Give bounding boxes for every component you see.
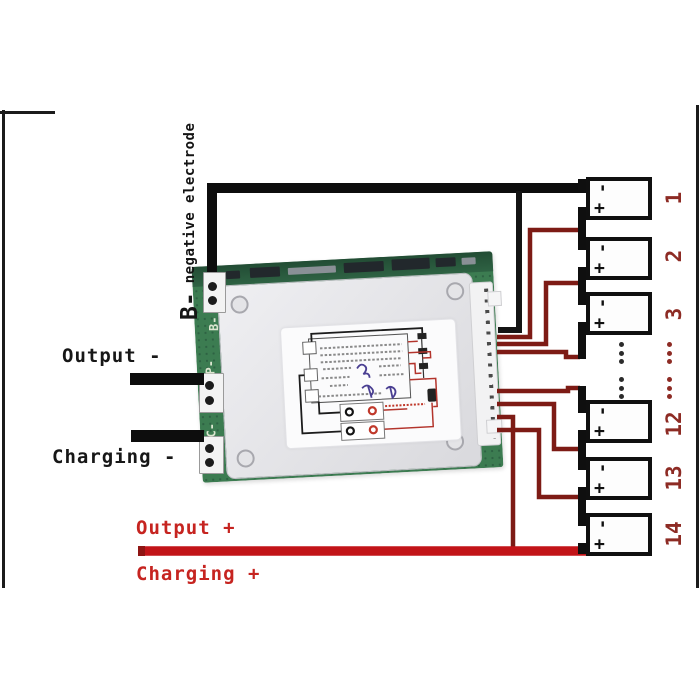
battery-cell-12: - + [586,400,652,443]
chain-ellipsis-dots [619,377,624,399]
cell-number-3: 3 [662,307,686,321]
cell-number-12: 12 [662,411,686,437]
cover-plate [216,272,483,480]
cell-minus-terminal: - [593,405,614,417]
photo-border-left [2,110,5,588]
cell-number-14: 14 [662,521,686,547]
balance-wire-2-3 [497,280,580,347]
cell-minus-terminal: - [593,182,614,194]
b-minus-text: B- [177,292,203,320]
chain-ellipsis-dots [619,342,624,364]
b-minus-wire [207,183,588,282]
balance-wire-11-12 [497,385,580,394]
balance-wire-3-4 [497,349,580,360]
charging-minus-label: Charging - [52,446,177,468]
photo-border-right [696,105,699,588]
cell-number-2: 2 [662,249,686,263]
charging-minus-wire [131,430,204,442]
cell-plus-terminal: + [594,534,605,555]
battery-cell-1: - + [586,177,652,220]
cell-minus-terminal: - [593,518,614,530]
cell-plus-terminal: + [594,478,605,499]
cell-plus-terminal: + [594,313,605,334]
cell-number-1: 1 [662,191,686,205]
pad-c-minus [199,436,224,474]
battery-cell-14: - + [586,513,652,556]
bms-pcb-board [191,251,504,483]
cell-number-13: 13 [662,465,686,491]
cell-minus-terminal: - [593,462,614,474]
battery-terminals [578,179,590,554]
output-minus-wire [130,373,204,385]
label-schematic [298,327,438,441]
number-ellipsis-dots [667,377,672,399]
cell-plus-terminal: + [594,421,605,442]
charging-plus-label: Charging + [136,563,261,585]
balance-wires [497,227,580,549]
pad-b-minus [203,272,226,313]
cell-minus-terminal: - [593,242,614,254]
pad-p-minus [199,373,224,413]
number-ellipsis-dots [667,342,672,364]
output-plus-label: Output + [136,517,236,539]
balance-wire-1-2 [497,227,580,340]
silk-c-minus: C- [204,423,219,438]
balance-wire-13-14 [497,427,580,500]
cell-plus-terminal: + [594,258,605,279]
cell-minus-terminal: - [593,297,614,309]
balance-wire-b-plus [497,414,516,549]
bus-wire-end [138,546,145,556]
output-minus-label: Output - [62,345,162,367]
silk-p-minus: P- [203,360,218,375]
photo-border-top [0,111,55,114]
b-negative-electrode-label: B- negative electrode [170,110,210,320]
cell-plus-terminal: + [594,198,605,219]
battery-cell-3: - + [586,292,652,335]
negative-electrode-text: negative electrode [182,122,198,284]
battery-cell-13: - + [586,457,652,500]
balance-wire-12-13 [497,401,580,452]
battery-cell-2: - + [586,237,652,280]
sense-wire-black [498,191,522,333]
label-sticker [279,318,462,450]
